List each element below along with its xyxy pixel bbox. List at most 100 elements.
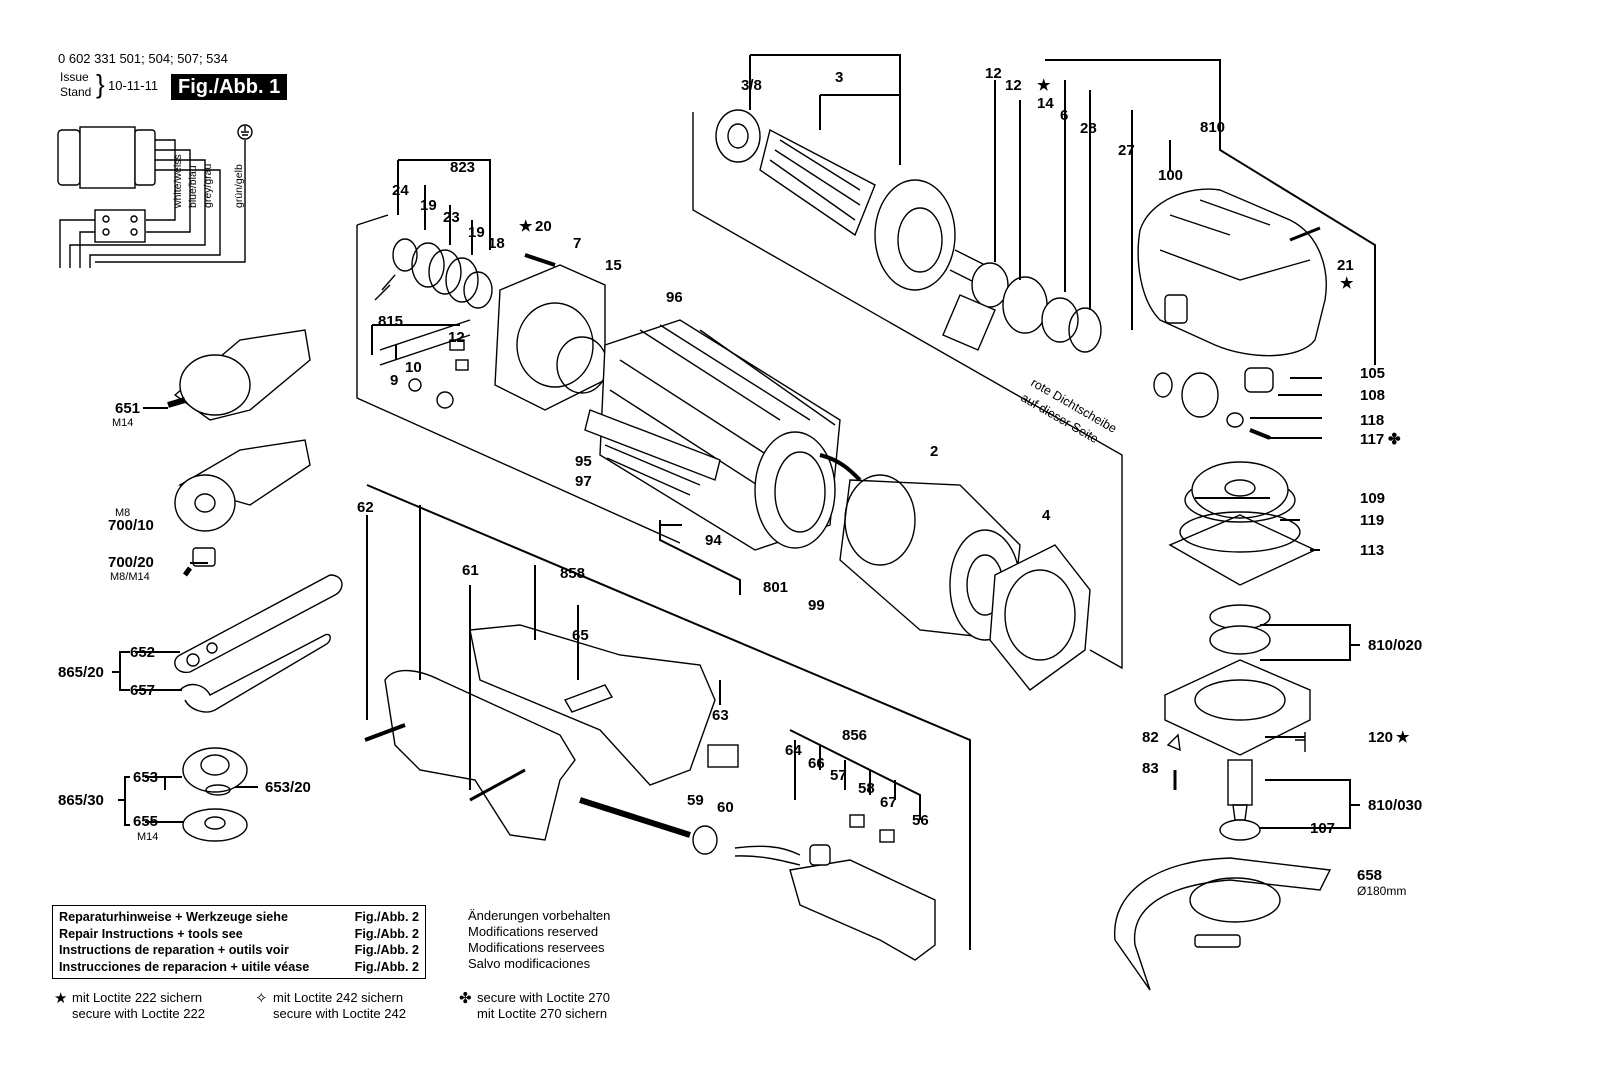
label-10: 10 <box>405 359 422 376</box>
label-21: 21 <box>1337 257 1354 274</box>
loctite-270-note: ✤ secure with Loctite 270 mit Loctite 27… <box>459 990 610 1021</box>
label-82: 82 <box>1142 729 1159 746</box>
label-700-20-thread: M8/M14 <box>110 571 150 583</box>
label-15: 15 <box>605 257 622 274</box>
label-19b: 19 <box>468 224 485 241</box>
label-97: 97 <box>575 473 592 490</box>
modifications-note: Änderungen vorbehalten Modifications res… <box>468 908 611 971</box>
label-810-030: 810/030 <box>1368 797 1422 814</box>
label-108: 108 <box>1360 387 1385 404</box>
label-700-10-thread: M8 <box>115 507 130 519</box>
label-27: 27 <box>1118 142 1135 159</box>
label-117: 117 <box>1360 431 1384 448</box>
label-810-020: 810/020 <box>1368 637 1422 654</box>
label-3: 3 <box>835 69 843 86</box>
wire-label-grey: grey/grau <box>202 163 214 208</box>
label-12c: 12 <box>448 329 465 346</box>
wire-label-blue: blue/blau <box>187 165 199 208</box>
field-coil <box>819 453 1021 641</box>
label-58: 58 <box>858 780 875 797</box>
loctite-cross-117: ✤ <box>1388 431 1401 448</box>
label-658: 658 <box>1357 867 1382 884</box>
wire-label-green: grün/gelb <box>233 164 245 208</box>
four-point-star-symbol: ✧ <box>255 990 268 1007</box>
label-113: 113 <box>1360 542 1384 559</box>
armature <box>715 109 986 291</box>
label-23: 23 <box>443 209 460 226</box>
label-118: 118 <box>1360 412 1384 429</box>
cross-symbol: ✤ <box>459 990 472 1007</box>
label-653-20: 653/20 <box>265 779 311 796</box>
wiring-schematic <box>57 124 253 268</box>
brace: } <box>96 69 105 99</box>
label-18: 18 <box>488 235 505 252</box>
label-100: 100 <box>1158 167 1183 184</box>
label-815: 815 <box>378 313 403 330</box>
guard <box>1114 857 1332 991</box>
label-99: 99 <box>808 597 825 614</box>
label-65: 65 <box>572 627 589 644</box>
label-107: 107 <box>1310 820 1335 837</box>
label-24: 24 <box>392 182 409 199</box>
label-61: 61 <box>462 562 479 579</box>
label-865-20: 865/20 <box>58 664 104 681</box>
label-63: 63 <box>712 707 729 724</box>
label-810: 810 <box>1200 119 1225 136</box>
label-700-10: 700/10 <box>108 517 154 534</box>
label-801: 801 <box>763 579 788 596</box>
label-19a: 19 <box>420 197 437 214</box>
wrench-652 <box>174 574 343 674</box>
label-9: 9 <box>390 372 398 389</box>
figure-label: Fig./Abb. 1 <box>171 74 288 100</box>
label-96: 96 <box>666 289 683 306</box>
label-120: 120 <box>1368 729 1393 746</box>
label-62: 62 <box>357 499 374 516</box>
label-14: 14 <box>1037 95 1054 112</box>
label-865-30: 865/30 <box>58 792 104 809</box>
label-95: 95 <box>575 453 592 470</box>
label-119: 119 <box>1360 512 1384 529</box>
issue-label: Issue <box>60 70 89 84</box>
loctite-242-note: ✧ mit Loctite 242 sichern secure with Lo… <box>255 990 406 1021</box>
label-651: 651 <box>115 400 140 417</box>
switch-unit <box>734 814 936 961</box>
label-12a: 12 <box>985 65 1002 82</box>
label-655-thread: M14 <box>137 831 158 843</box>
part-numbers: 0 602 331 501; 504; 507; 534 <box>58 51 228 66</box>
label-4: 4 <box>1042 507 1051 524</box>
wrench-657 <box>179 633 331 713</box>
label-57: 57 <box>830 767 847 784</box>
label-59: 59 <box>687 792 704 809</box>
label-651-thread: M14 <box>112 417 133 429</box>
leader-lines <box>112 54 1376 950</box>
label-83: 83 <box>1142 760 1159 777</box>
label-823: 823 <box>450 159 475 176</box>
repair-row: Instructions de reparation + outils voir… <box>59 943 419 957</box>
loctite-star-14: ★ <box>1037 77 1051 94</box>
label-3-8: 3/8 <box>741 77 762 94</box>
label-94: 94 <box>705 532 722 549</box>
label-105: 105 <box>1360 365 1385 382</box>
loctite-star-21: ★ <box>1340 275 1354 292</box>
label-12b: 12 <box>1005 77 1022 94</box>
label-56: 56 <box>912 812 929 829</box>
brush-holder-parts <box>374 238 493 309</box>
loctite-star-120: ★ <box>1396 729 1410 746</box>
gear-housing <box>1137 188 1327 357</box>
label-655: 655 <box>133 813 158 830</box>
loctite-star-20: ★ <box>519 218 533 235</box>
label-653: 653 <box>133 769 158 786</box>
label-858: 858 <box>560 565 585 582</box>
label-856: 856 <box>842 727 867 744</box>
brush-ring <box>989 544 1091 691</box>
label-652: 652 <box>130 644 155 661</box>
label-109: 109 <box>1360 490 1385 507</box>
housing-outline <box>356 214 681 544</box>
label-67: 67 <box>880 794 897 811</box>
label-657: 657 <box>130 682 155 699</box>
label-28: 28 <box>1080 120 1097 137</box>
